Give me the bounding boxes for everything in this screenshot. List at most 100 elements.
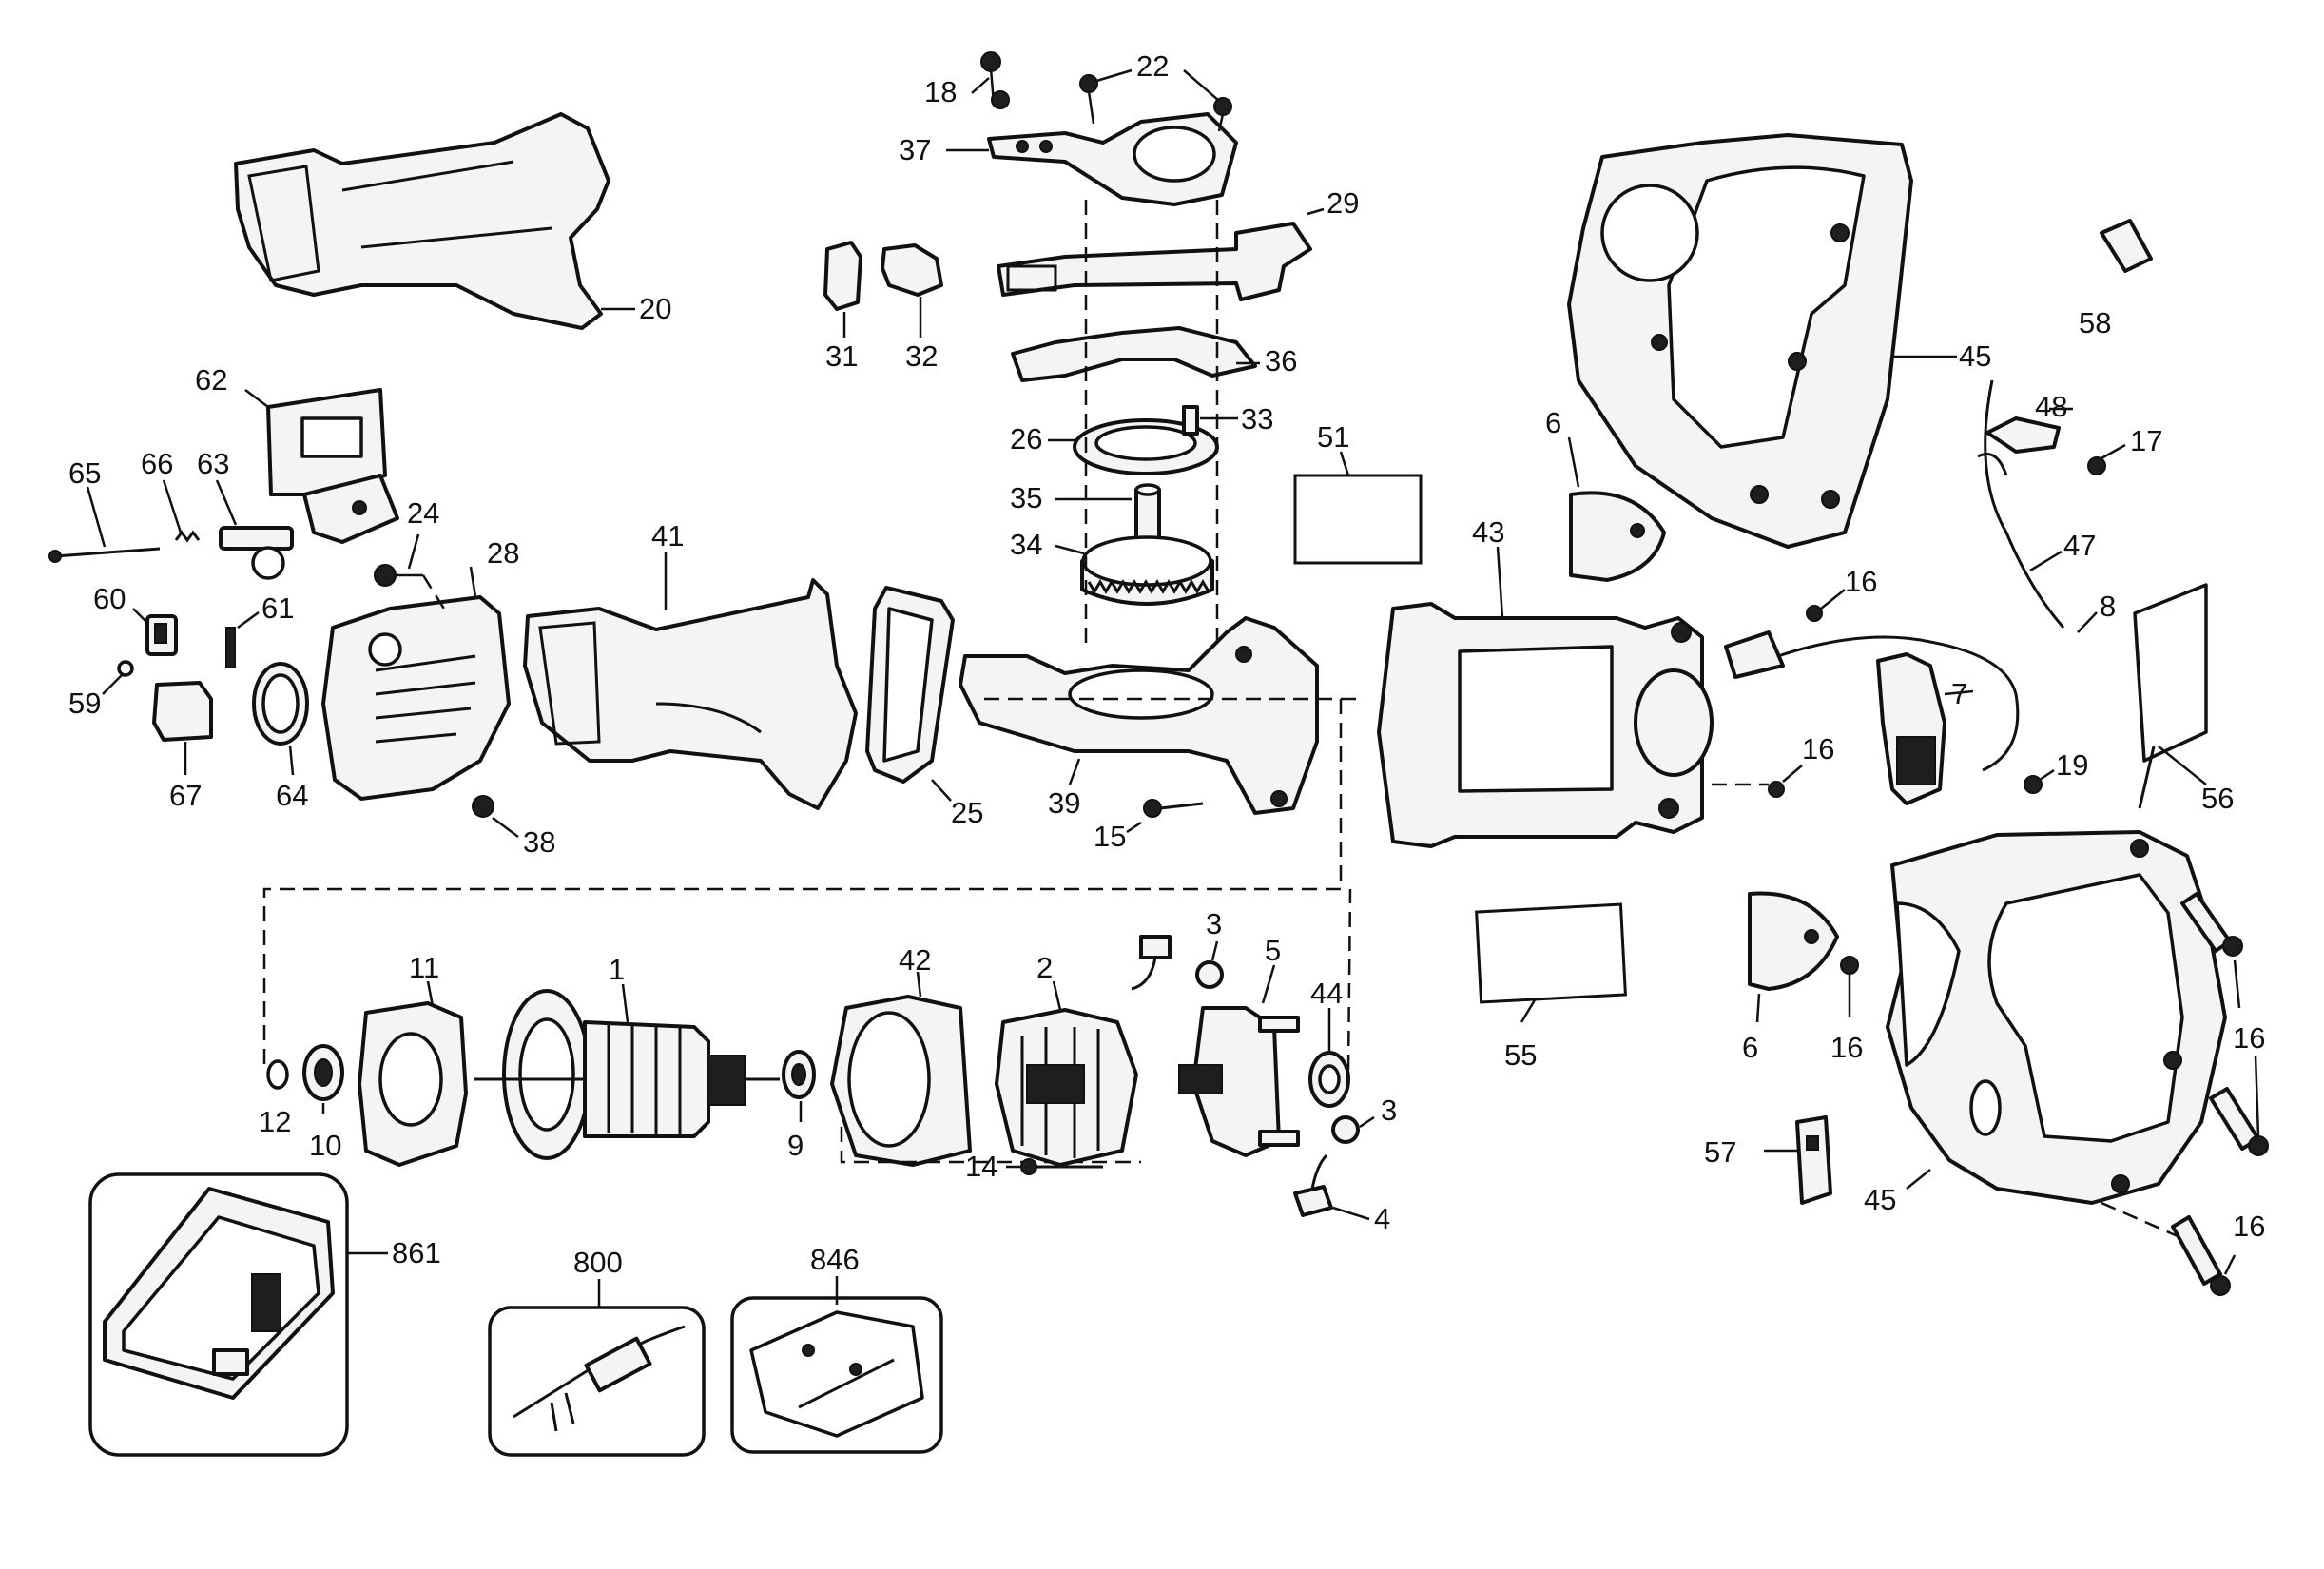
callout-846: 846 xyxy=(810,1243,860,1276)
part-1-armature xyxy=(474,989,780,1160)
callout-6-lower: 6 xyxy=(1742,1031,1758,1064)
part-57-clip xyxy=(1795,1115,1832,1205)
part-20-handle-cover xyxy=(234,112,610,330)
part-65-rod xyxy=(48,547,161,563)
part-4-brush xyxy=(1293,1153,1333,1217)
part-14-screw xyxy=(1020,1158,1103,1175)
callout-36: 36 xyxy=(1265,344,1297,378)
callout-17: 17 xyxy=(2130,424,2162,457)
part-3-brush-cap-lower xyxy=(1331,1115,1360,1144)
callout-47: 47 xyxy=(2063,529,2096,562)
callout-61: 61 xyxy=(261,591,294,625)
part-16-screw-e xyxy=(2209,1087,2269,1156)
part-29-plunger xyxy=(997,222,1312,301)
part-11-baffle xyxy=(358,1001,468,1167)
part-28-front-cover xyxy=(321,595,511,801)
callout-22: 22 xyxy=(1136,49,1169,83)
part-67-block xyxy=(152,681,213,742)
part-16-screw-b xyxy=(1768,781,1785,798)
kit-800-cord-set xyxy=(488,1306,706,1457)
part-16-screw-d xyxy=(2180,892,2243,957)
part-5-brush-holder xyxy=(1178,1006,1300,1157)
part-58-bushing xyxy=(2100,219,2153,273)
part-42-fan-baffle xyxy=(830,995,972,1167)
part-66-spring xyxy=(174,530,201,543)
part-6-cap-upper xyxy=(1569,491,1666,582)
callout-62: 62 xyxy=(195,363,227,397)
callout-48: 48 xyxy=(2035,390,2067,423)
part-55-label xyxy=(1475,902,1627,1004)
part-45-housing-half-upper xyxy=(1567,133,1913,549)
callout-64: 64 xyxy=(276,779,308,812)
part-48-strain-relief xyxy=(1985,416,2061,454)
part-16-screw-f xyxy=(2171,1215,2231,1296)
callout-24: 24 xyxy=(407,496,439,530)
part-16-screw-c xyxy=(1840,956,1859,975)
callout-861: 861 xyxy=(392,1236,441,1269)
callout-51: 51 xyxy=(1317,420,1349,454)
part-37-clamp-plate xyxy=(987,112,1238,206)
callout-16-b: 16 xyxy=(1802,732,1834,765)
part-33-pin xyxy=(1182,405,1199,436)
part-60-clip xyxy=(145,614,178,656)
callout-3-lower: 3 xyxy=(1381,1094,1397,1127)
callout-16-e: 16 xyxy=(2233,1210,2265,1243)
part-9-bearing xyxy=(782,1050,816,1099)
part-17-screw xyxy=(2087,456,2106,475)
part-63-slider xyxy=(219,526,294,580)
part-44-bearing xyxy=(1308,1051,1350,1108)
callout-16-a: 16 xyxy=(1845,565,1877,598)
callout-45-upper: 45 xyxy=(1959,339,1991,373)
part-18-screw xyxy=(980,51,1010,109)
callout-800: 800 xyxy=(573,1246,623,1279)
callout-7: 7 xyxy=(1951,677,1967,710)
part-61-pin xyxy=(225,627,236,668)
callout-12: 12 xyxy=(259,1105,291,1138)
callout-18: 18 xyxy=(924,75,957,108)
part-38-screw xyxy=(472,795,494,818)
callout-33: 33 xyxy=(1241,402,1273,436)
part-64-ring xyxy=(252,662,309,746)
callout-35: 35 xyxy=(1010,481,1042,514)
part-12-washer xyxy=(266,1059,289,1090)
callout-14: 14 xyxy=(965,1150,997,1183)
part-10-bearing xyxy=(302,1044,344,1101)
callout-8: 8 xyxy=(2100,590,2116,623)
callout-20: 20 xyxy=(639,292,671,325)
part-35-shaft xyxy=(1134,483,1161,544)
callout-34: 34 xyxy=(1010,528,1042,561)
callout-10: 10 xyxy=(309,1129,341,1162)
kit-846-hardware-bag xyxy=(730,1296,943,1454)
callout-6-upper: 6 xyxy=(1545,406,1561,439)
callout-41: 41 xyxy=(651,519,684,552)
part-62-bracket xyxy=(266,388,399,544)
part-3-brush-cap-upper xyxy=(1195,960,1224,989)
part-39-gear-case xyxy=(959,616,1319,815)
callout-1: 1 xyxy=(609,953,625,986)
callout-57: 57 xyxy=(1704,1135,1736,1169)
callout-60: 60 xyxy=(93,582,126,615)
callout-56: 56 xyxy=(2201,782,2234,815)
kit-861-carry-case xyxy=(88,1172,349,1457)
part-51-label xyxy=(1293,474,1423,565)
part-26-ring xyxy=(1073,418,1219,475)
part-16-screw-a xyxy=(1806,605,1823,622)
part-34-gear xyxy=(1080,535,1214,606)
part-19-screw xyxy=(2024,775,2043,794)
callout-29: 29 xyxy=(1327,186,1359,220)
callout-15: 15 xyxy=(1094,820,1126,853)
callout-16-c: 16 xyxy=(1830,1031,1863,1064)
callout-55: 55 xyxy=(1504,1038,1537,1072)
callout-39: 39 xyxy=(1048,786,1080,820)
callout-45-lower: 45 xyxy=(1864,1183,1896,1216)
callout-4: 4 xyxy=(1374,1202,1390,1235)
part-56-label-strip xyxy=(2133,583,2208,809)
callout-28: 28 xyxy=(487,536,519,570)
callout-63: 63 xyxy=(197,447,229,480)
callout-11: 11 xyxy=(409,951,439,984)
callout-43: 43 xyxy=(1472,515,1504,549)
part-brush-clip xyxy=(1131,935,1172,991)
callout-5: 5 xyxy=(1265,934,1281,967)
part-6-cap-lower xyxy=(1748,891,1839,991)
